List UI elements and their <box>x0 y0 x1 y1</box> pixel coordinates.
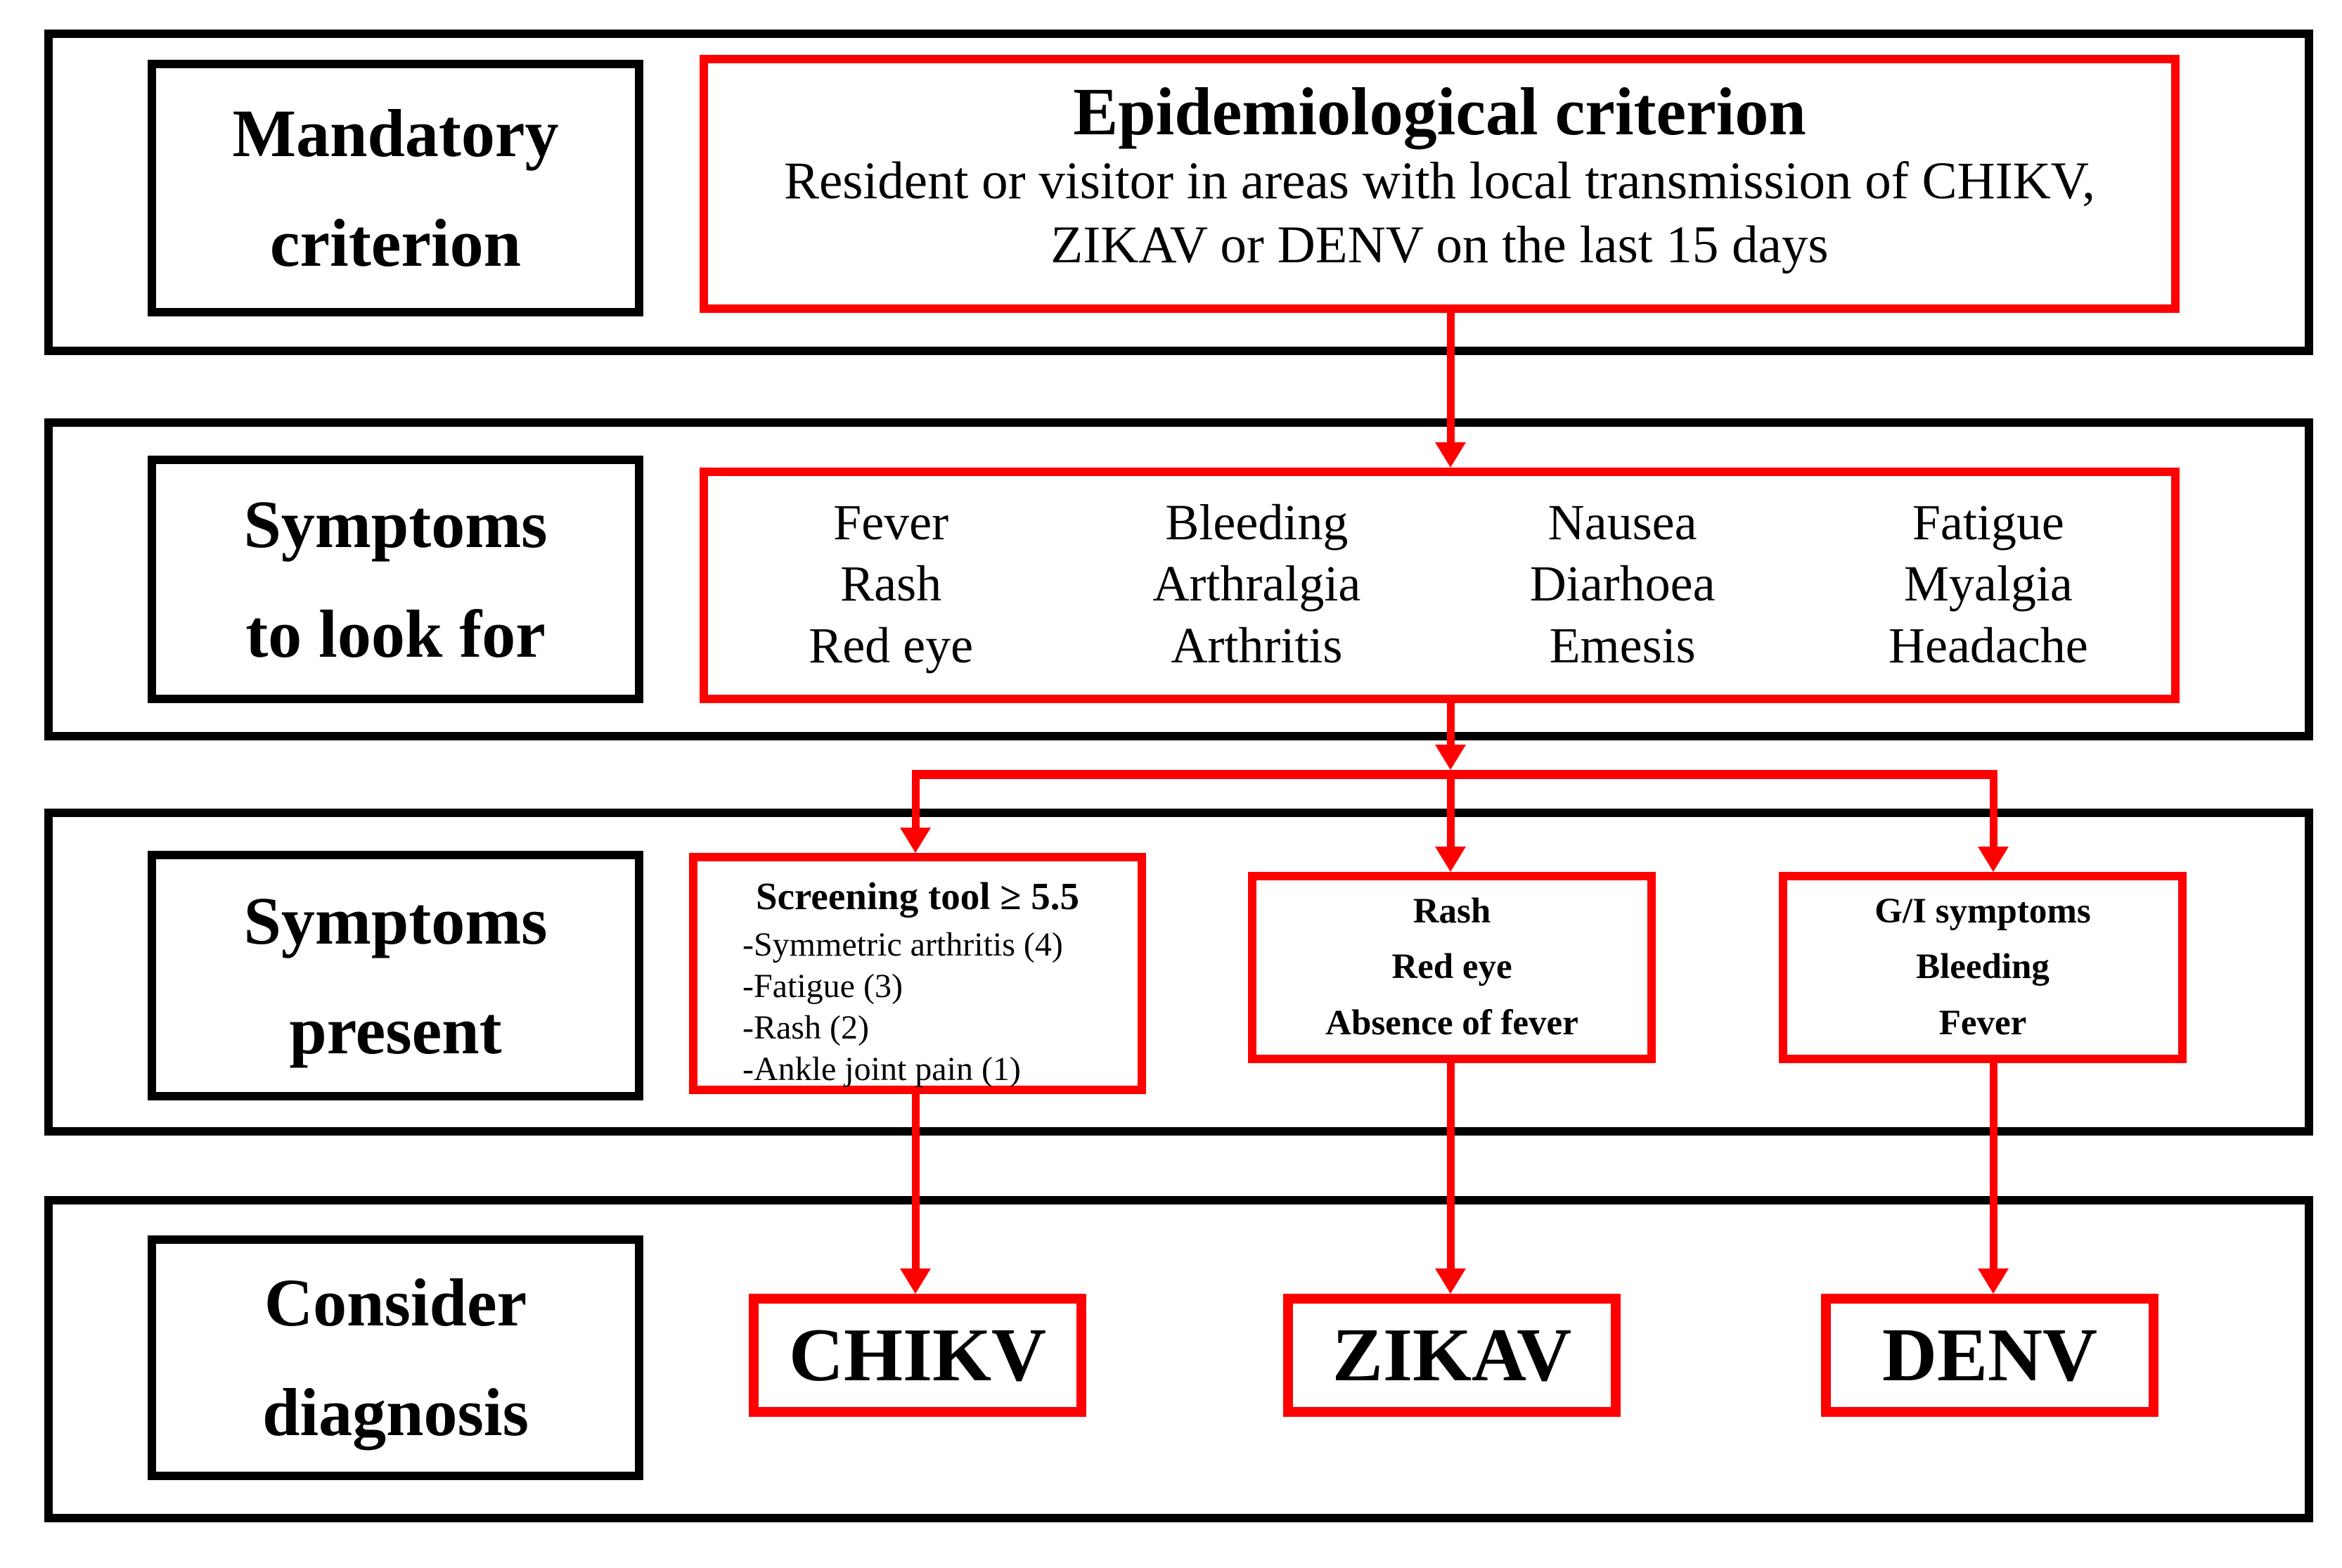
arrow-head-symptoms-to-branch <box>1435 745 1466 770</box>
screening-tool-title: Screening tool ≥ 5.5 <box>756 875 1079 918</box>
diagnosis-denv-box: DENV <box>1821 1294 2158 1417</box>
diagnosis-zikav-label: ZIKAV <box>1332 1313 1572 1397</box>
zikav-criteria-box: Rash Red eye Absence of fever <box>1248 872 1656 1063</box>
diagnosis-zikav-box: ZIKAV <box>1283 1294 1621 1417</box>
screening-tool-item: -Fatigue (3) <box>742 967 903 1005</box>
symptom-item: Emesis <box>1549 617 1696 674</box>
zikav-criteria-line: Rash <box>1413 892 1491 932</box>
epidemiological-criterion-title: Epidemiological criterion <box>1073 74 1806 149</box>
diagnosis-chikv-box: CHIKV <box>749 1294 1086 1417</box>
screening-tool-item: -Symmetric arthritis (4) <box>742 925 1063 963</box>
label-line: to look for <box>245 596 546 671</box>
symptom-item: Fever <box>833 494 949 551</box>
label-line: Mandatory <box>232 95 559 171</box>
arrow-head-branch-to-screening <box>900 828 931 853</box>
diagnosis-chikv-label: CHIKV <box>788 1313 1047 1397</box>
symptom-item: Red eye <box>809 617 974 674</box>
denv-criteria-line: Bleeding <box>1916 947 2050 987</box>
denv-criteria-box: G/I symptoms Bleeding Fever <box>1779 872 2187 1063</box>
screening-tool-item: -Rash (2) <box>742 1008 869 1046</box>
epidemiological-criterion-text-line: ZIKAV or DENV on the last 15 days <box>1050 216 1829 275</box>
label-symptoms-to-look-for: Symptoms to look for <box>148 456 643 703</box>
denv-criteria-line: G/I symptoms <box>1874 892 2091 932</box>
screening-tool-item: -Ankle joint pain (1) <box>742 1050 1021 1088</box>
label-line: criterion <box>269 205 522 281</box>
arrow-line-epi-to-symptoms <box>1447 313 1455 444</box>
symptom-item: Diarhoea <box>1529 555 1716 612</box>
arrow-line-branch-to-screening <box>912 778 920 828</box>
chikv-screening-tool-box: Screening tool ≥ 5.5 -Symmetric arthriti… <box>689 853 1146 1094</box>
symptom-item: Nausea <box>1548 494 1697 551</box>
zikav-criteria-line: Absence of fever <box>1325 1003 1578 1043</box>
label-line: present <box>289 992 502 1068</box>
arrow-head-criteria-to-zikav <box>1435 1268 1466 1294</box>
label-symptoms-present: Symptoms present <box>148 851 643 1100</box>
arrow-line-screening-to-chikv <box>912 1094 920 1268</box>
symptom-item: Myalgia <box>1903 555 2073 612</box>
arrow-head-branch-to-denv-criteria <box>1978 847 2009 872</box>
arrow-head-screening-to-chikv <box>900 1268 931 1294</box>
symptom-item: Arthralgia <box>1152 555 1361 612</box>
symptom-item: Arthritis <box>1171 617 1343 674</box>
diagnosis-denv-label: DENV <box>1881 1313 2098 1397</box>
symptom-item: Fatigue <box>1912 494 2064 551</box>
arrow-line-symptoms-to-branch <box>1447 703 1455 745</box>
label-line: Symptoms <box>243 882 548 958</box>
label-line: Consider <box>264 1265 527 1341</box>
epidemiological-criterion-text-line: Resident or visitor in areas with local … <box>783 151 2096 210</box>
screening-tool-list: -Symmetric arthritis (4) -Fatigue (3) -R… <box>697 918 1138 1090</box>
symptoms-list-box: Fever Bleeding Nausea Fatigue Rash Arthr… <box>700 468 2180 703</box>
arrow-line-criteria-to-denv <box>1990 1063 1997 1268</box>
label-line: Symptoms <box>243 487 548 563</box>
symptom-item: Bleeding <box>1165 494 1349 551</box>
arrow-head-criteria-to-denv <box>1978 1268 2009 1294</box>
label-mandatory-criterion: Mandatory criterion <box>148 60 643 316</box>
label-line: diagnosis <box>262 1375 529 1450</box>
arrow-head-epi-to-symptoms <box>1435 442 1466 468</box>
arrow-line-branch-to-zikav-criteria <box>1447 778 1455 847</box>
zikav-criteria-line: Red eye <box>1391 947 1512 987</box>
arrow-head-branch-to-zikav-criteria <box>1435 847 1466 872</box>
arrow-line-criteria-to-zikav <box>1447 1063 1455 1268</box>
symptom-item: Headache <box>1888 617 2088 674</box>
arrow-line-branch-to-denv-criteria <box>1990 778 1997 847</box>
branch-bar <box>912 770 1997 779</box>
denv-criteria-line: Fever <box>1938 1003 2027 1043</box>
label-consider-diagnosis: Consider diagnosis <box>148 1235 643 1480</box>
symptom-item: Rash <box>840 555 942 612</box>
epidemiological-criterion-box: Epidemiological criterion Resident or vi… <box>700 55 2180 313</box>
